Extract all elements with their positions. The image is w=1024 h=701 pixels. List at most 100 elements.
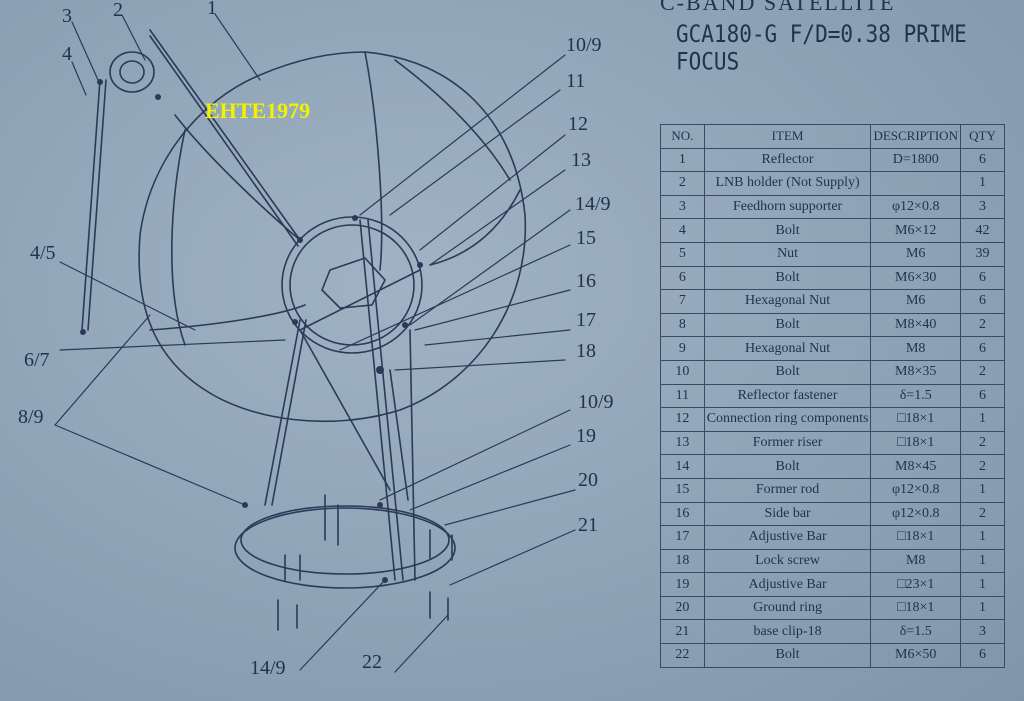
cell-no: 7: [660, 289, 705, 314]
cell-no: 3: [660, 194, 705, 220]
callout-21: 21: [578, 514, 598, 536]
cell-qty: 1: [959, 572, 1006, 597]
callout-10-9-top: 10/9: [566, 34, 602, 56]
ground-ring: [234, 507, 456, 589]
cell-qty: 2: [959, 430, 1006, 456]
cell-qty: 6: [959, 289, 1006, 314]
side-bar: [409, 329, 416, 581]
cell-no: 22: [660, 643, 705, 668]
cell-no: 8: [660, 312, 705, 338]
cell-description: □23×1: [870, 572, 961, 597]
cell-no: 16: [660, 501, 705, 527]
cell-qty: 1: [959, 407, 1006, 432]
cell-no: 12: [660, 407, 705, 432]
cell-description: M8: [870, 336, 961, 361]
cell-no: 13: [660, 430, 705, 456]
feedhorn-supporter-left: [81, 79, 101, 331]
cell-description: □18×1: [870, 407, 961, 432]
cell-item: Adjustive Bar: [703, 525, 872, 550]
callout-15: 15: [576, 227, 596, 249]
watermark-text: EHTE1979: [205, 98, 311, 123]
former-riser: [264, 319, 301, 506]
cell-qty: 6: [959, 383, 1006, 409]
cell-no: 21: [660, 619, 705, 645]
callout-4-5: 4/5: [30, 242, 56, 264]
cell-item: Former rod: [703, 477, 872, 503]
cell-qty: 3: [959, 194, 1006, 220]
reflector-outer-rim: [138, 51, 527, 423]
cell-item: Side bar: [703, 501, 872, 527]
ground-ring-inner: [240, 505, 450, 575]
cell-qty: 3: [959, 619, 1006, 645]
cell-qty: 2: [959, 454, 1006, 479]
cell-description: M8: [870, 548, 961, 574]
callout-10-9-bottom: 10/9: [578, 391, 614, 413]
reflector-panel-edge: [429, 189, 521, 266]
table-header-row: NO. ITEM DESCRIPTION QTY: [660, 124, 1006, 149]
cell-no: 11: [660, 383, 705, 409]
former-riser: [271, 319, 307, 506]
cell-description: [870, 171, 961, 196]
cell-qty: 6: [959, 147, 1006, 173]
cell-item: Bolt: [703, 265, 872, 291]
cell-qty: 1: [959, 595, 1006, 621]
document-title-cut: C-BAND SATELLITE: [660, 0, 896, 15]
cell-no: 15: [660, 477, 705, 503]
connection-ring: [281, 216, 423, 354]
feedhorn-supporter: [149, 35, 299, 247]
callout-14-9-bottom: 14/9: [250, 657, 286, 679]
cell-item: Bolt: [703, 312, 872, 338]
cell-description: φ12×0.8: [870, 501, 961, 527]
callout-1: 1: [207, 0, 217, 19]
cell-item: LNB holder (Not Supply): [703, 171, 872, 196]
cell-no: 5: [660, 241, 705, 267]
cell-no: 2: [660, 171, 705, 196]
cell-no: 1: [660, 147, 705, 173]
cell-no: 4: [660, 218, 705, 243]
cell-description: M8×45: [870, 454, 961, 479]
cell-description: φ12×0.8: [870, 477, 961, 503]
cell-qty: 1: [959, 171, 1006, 196]
cell-qty: 42: [959, 218, 1006, 243]
cell-qty: 39: [959, 241, 1006, 267]
header-qty: QTY: [959, 124, 1006, 149]
cell-item: Bolt: [703, 643, 872, 668]
connection-ring-inner: [289, 224, 415, 346]
header-description: DESCRIPTION: [870, 124, 961, 149]
cell-qty: 6: [959, 643, 1006, 668]
adjustive-bar: [389, 369, 409, 501]
feedhorn-supporter: [149, 29, 301, 241]
cell-no: 19: [660, 572, 705, 597]
cell-no: 20: [660, 595, 705, 621]
cell-no: 6: [660, 265, 705, 291]
cell-qty: 2: [959, 501, 1006, 527]
header-item: ITEM: [703, 124, 872, 149]
feedhorn-supporter-left: [87, 79, 107, 331]
cell-description: φ12×0.8: [870, 194, 961, 220]
lnb-holder: [109, 51, 155, 93]
callout-20: 20: [578, 469, 598, 491]
cell-item: Bolt: [703, 218, 872, 243]
cell-qty: 2: [959, 312, 1006, 338]
cell-item: Feedhorn supporter: [703, 194, 872, 220]
cell-item: Ground ring: [703, 595, 872, 621]
document-subtitle: GCA180-G F/D=0.38 PRIME FOCUS: [676, 20, 967, 76]
reflector-panel-edge: [174, 114, 301, 241]
cell-item: Bolt: [703, 454, 872, 479]
adjustive-bar: [299, 269, 421, 331]
cell-description: M6×50: [870, 643, 961, 668]
